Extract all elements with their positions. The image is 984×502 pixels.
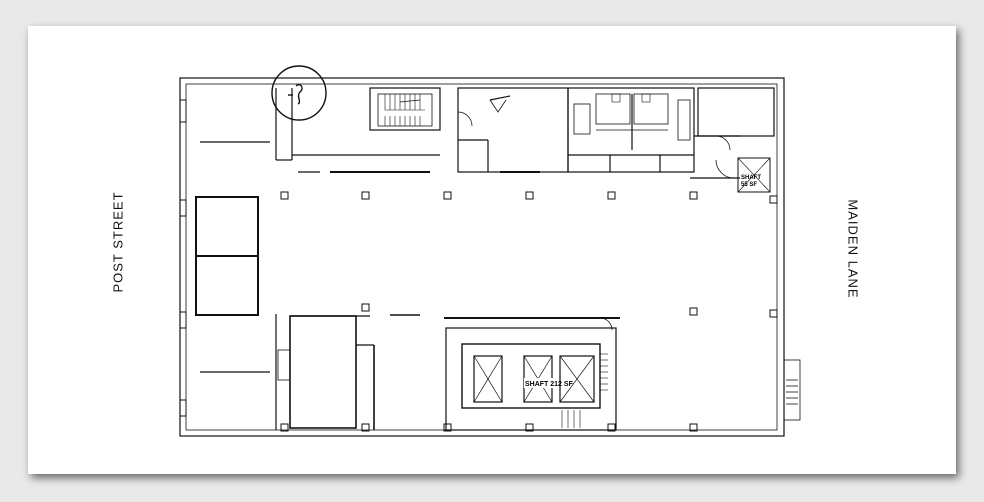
room-vestibule xyxy=(457,87,569,173)
shaft-small-label-line1: SHAFT xyxy=(741,175,761,181)
restroom-block xyxy=(567,87,695,173)
room-southwest xyxy=(200,314,375,430)
shaft-small-label-line2: 55 SF xyxy=(741,182,757,188)
structural-columns xyxy=(280,191,778,432)
elevator-shaft-label: SHAFT 212 SF xyxy=(525,381,574,388)
stair-core-north xyxy=(369,87,441,131)
highlight-circle xyxy=(271,65,327,121)
outer-wall xyxy=(179,77,785,437)
drawing-sheet xyxy=(28,26,956,474)
room-top-left xyxy=(200,88,293,161)
fire-extinguisher-symbol xyxy=(288,83,303,105)
inner-wall xyxy=(185,83,778,431)
east-entry-steps xyxy=(783,359,801,421)
shaft-small xyxy=(737,157,771,193)
shaft-label-bg xyxy=(524,378,558,388)
west-bays xyxy=(195,196,259,316)
left-pilasters xyxy=(179,99,187,417)
room-east xyxy=(690,87,775,179)
